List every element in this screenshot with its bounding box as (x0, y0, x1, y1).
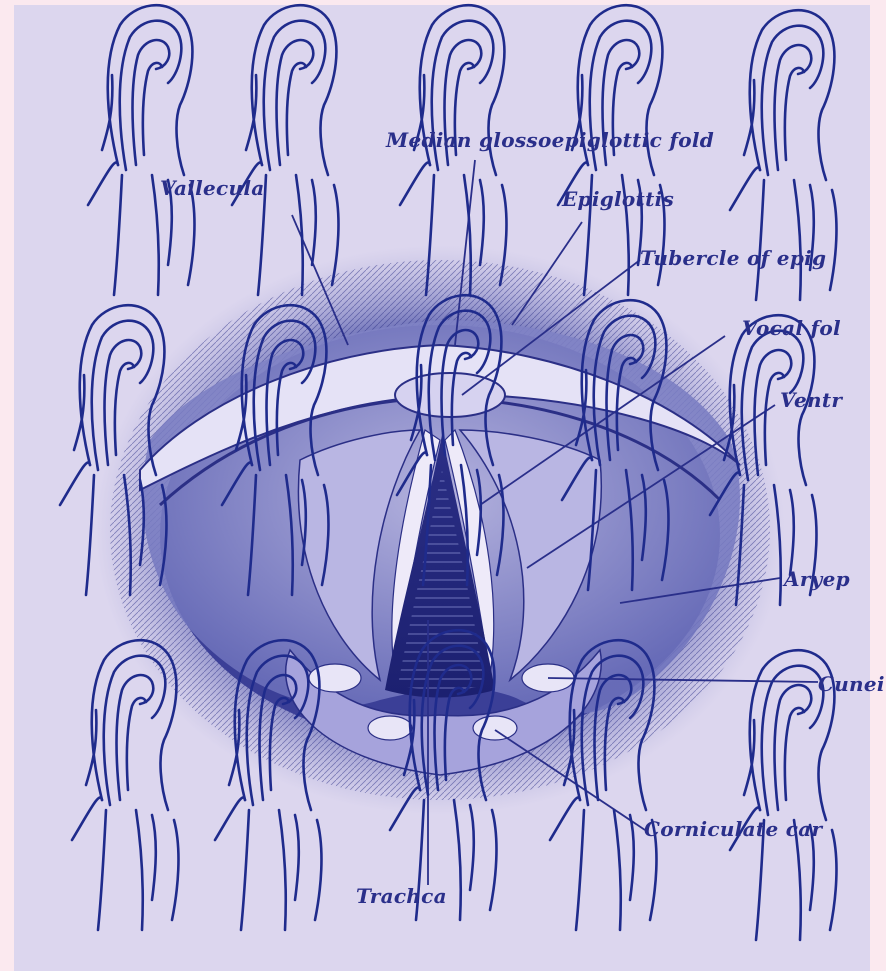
label-aryepiglottic-fold: Aryep (784, 567, 850, 591)
label-ventricular-fold: Ventr (780, 388, 842, 412)
label-trachea: Trachca (356, 884, 447, 908)
swirl-glyph-icon (232, 5, 338, 295)
label-tubercle-of-epiglottis: Tubercle of epig (640, 246, 826, 270)
label-epiglottis: Epiglottis (562, 187, 674, 211)
larynx-drawing (95, 245, 785, 815)
swirl-glyph-icon (88, 5, 194, 295)
label-vallecula: Vallecula (160, 176, 265, 200)
label-median-glossoepiglottic-fold: Median glossoepiglottic fold (386, 128, 714, 152)
label-vocal-fold: Vocal fol (742, 316, 841, 340)
corniculate-tubercle-left (368, 716, 412, 740)
label-corniculate-cartilage: Corniculate car (644, 817, 822, 841)
label-cuneiform-cartilage: Cunei (818, 672, 885, 696)
